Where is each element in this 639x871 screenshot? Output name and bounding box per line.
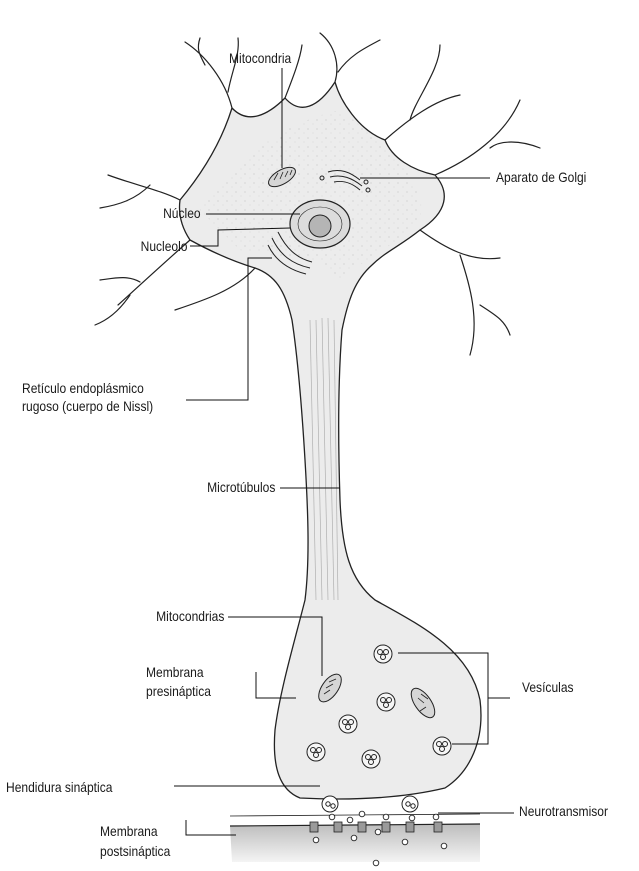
label-neurotransmisor: Neurotransmisor [519, 803, 608, 820]
label-membrana-pre-1: Membrana [146, 664, 204, 681]
label-mitocondria: Mitocondria [229, 50, 291, 67]
label-vesiculas: Vesículas [522, 679, 574, 696]
label-nucleolo: Nucleolo [140, 238, 187, 255]
label-membrana-post-1: Membrana [100, 823, 158, 840]
label-reticulo-2: rugoso (cuerpo de Nissl) [22, 398, 153, 415]
postsynaptic-region [230, 824, 480, 862]
label-mitocondrias: Mitocondrias [156, 608, 224, 625]
label-microtubulos: Microtúbulos [207, 479, 275, 496]
label-aparato-golgi: Aparato de Golgi [496, 169, 586, 186]
label-membrana-post-2: postsináptica [100, 843, 170, 860]
label-nucleo: Núcleo [164, 205, 201, 222]
label-reticulo-1: Retículo endoplásmico [22, 380, 144, 397]
label-hendidura: Hendidura sináptica [6, 779, 112, 796]
nucleolus [309, 215, 331, 237]
label-membrana-pre-2: presináptica [146, 683, 211, 700]
